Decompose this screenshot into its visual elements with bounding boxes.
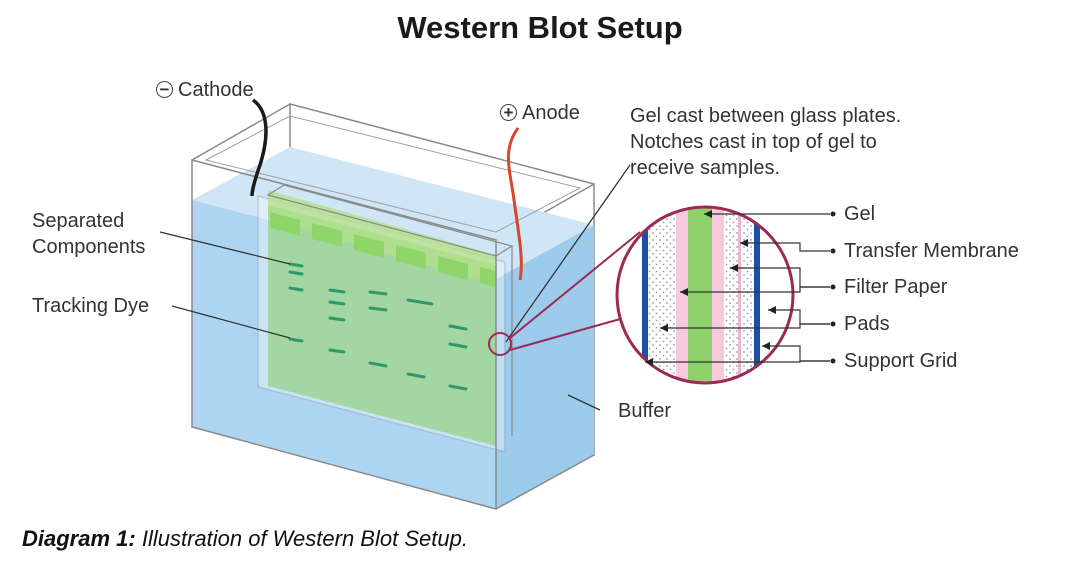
support-grid-right	[754, 207, 760, 383]
anode-wire	[506, 127, 523, 281]
anode-label: + Anode	[500, 100, 580, 126]
cathode-text: Cathode	[178, 79, 254, 101]
pads-label: Pads	[844, 313, 890, 335]
pointer-lines	[159, 164, 631, 411]
support-grid-left	[642, 207, 648, 383]
separated-line1: Separated	[32, 210, 125, 232]
caption-bold: Diagram 1:	[22, 526, 136, 551]
filter-paper-left	[676, 207, 688, 383]
transfer-membrane-label: Transfer Membrane	[844, 240, 1019, 262]
zoom-marker	[488, 332, 512, 356]
cathode-wire	[250, 98, 268, 197]
support-grid-label: Support Grid	[844, 350, 958, 372]
tank-front	[191, 115, 595, 510]
cathode-label: −Cathode	[156, 77, 254, 103]
filter-paper-right	[712, 207, 724, 383]
pad-left	[648, 207, 676, 383]
filter-paper-label: Filter Paper	[844, 276, 948, 298]
separated-components-label: Separated Components	[32, 208, 145, 260]
sample-notches	[270, 212, 496, 287]
gel-note: Gel cast between glass plates. Notches c…	[630, 103, 901, 181]
gel-note-line1: Gel cast between glass plates.	[630, 105, 902, 127]
diagram-caption: Diagram 1: Illustration of Western Blot …	[22, 526, 468, 552]
tracking-dye-label: Tracking Dye	[32, 295, 150, 317]
callout-arrowheads	[645, 210, 836, 366]
zoom-connector-top	[509, 231, 641, 339]
zoom-inset-outline	[615, 205, 795, 385]
callout-leaders	[645, 213, 830, 363]
gel-plate	[257, 184, 514, 453]
diagram-title: Western Blot Setup	[397, 10, 683, 45]
zoom-inset	[617, 207, 793, 383]
minus-icon: −	[156, 81, 173, 98]
transfer-membrane	[738, 207, 741, 383]
buffer-label: Buffer	[618, 400, 671, 422]
separated-line2: Components	[32, 236, 146, 258]
gel-strip	[688, 207, 712, 383]
plus-icon: +	[500, 104, 517, 121]
anode-text: Anode	[522, 102, 580, 124]
protein-bands	[288, 262, 468, 391]
gel-note-line3: receive samples.	[630, 157, 781, 179]
gel-note-line2: Notches cast in top of gel to	[630, 131, 877, 153]
gel-label: Gel	[844, 203, 876, 225]
caption-text: Illustration of Western Blot Setup.	[141, 526, 468, 551]
